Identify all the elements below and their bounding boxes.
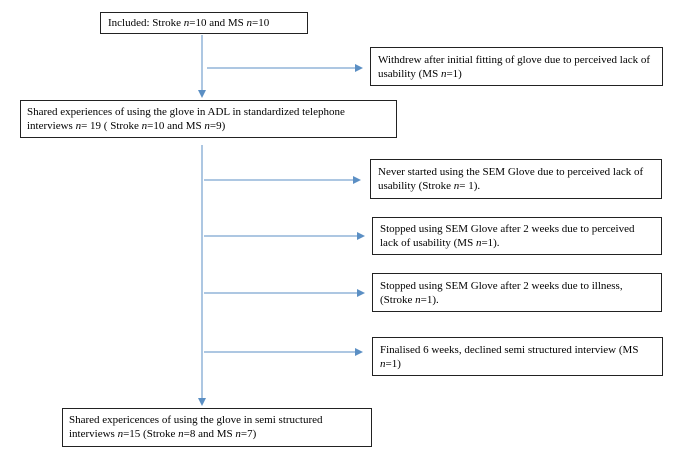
- box-withdrew: Withdrew after initial fitting of glove …: [370, 47, 663, 86]
- italic-variable: n: [475, 237, 482, 249]
- italic-variable: n: [204, 120, 210, 132]
- box-finalised: Finalised 6 weeks, declined semi structu…: [372, 337, 663, 376]
- box-included: Included: Stroke n=10 and MS n=10: [100, 12, 308, 34]
- box-shared-semi: Shared expericences of using the glove i…: [62, 408, 372, 447]
- italic-variable: n: [178, 428, 184, 440]
- italic-variable: n: [440, 68, 447, 80]
- box-shared-telephone: Shared experiences of using the glove in…: [20, 100, 397, 138]
- italic-variable: n: [415, 294, 421, 306]
- italic-variable: n: [117, 428, 124, 440]
- box-stopped-usability: Stopped using SEM Glove after 2 weeks du…: [372, 217, 662, 255]
- italic-variable: n: [246, 17, 253, 29]
- italic-variable: n: [75, 120, 82, 132]
- italic-variable: n: [453, 180, 460, 192]
- box-stopped-illness: Stopped using SEM Glove after 2 weeks du…: [372, 273, 662, 312]
- italic-variable: n: [183, 17, 190, 29]
- italic-variable: n: [141, 120, 148, 132]
- italic-variable: n: [235, 428, 241, 440]
- italic-variable: n: [380, 358, 386, 370]
- box-never-started: Never started using the SEM Glove due to…: [370, 159, 662, 199]
